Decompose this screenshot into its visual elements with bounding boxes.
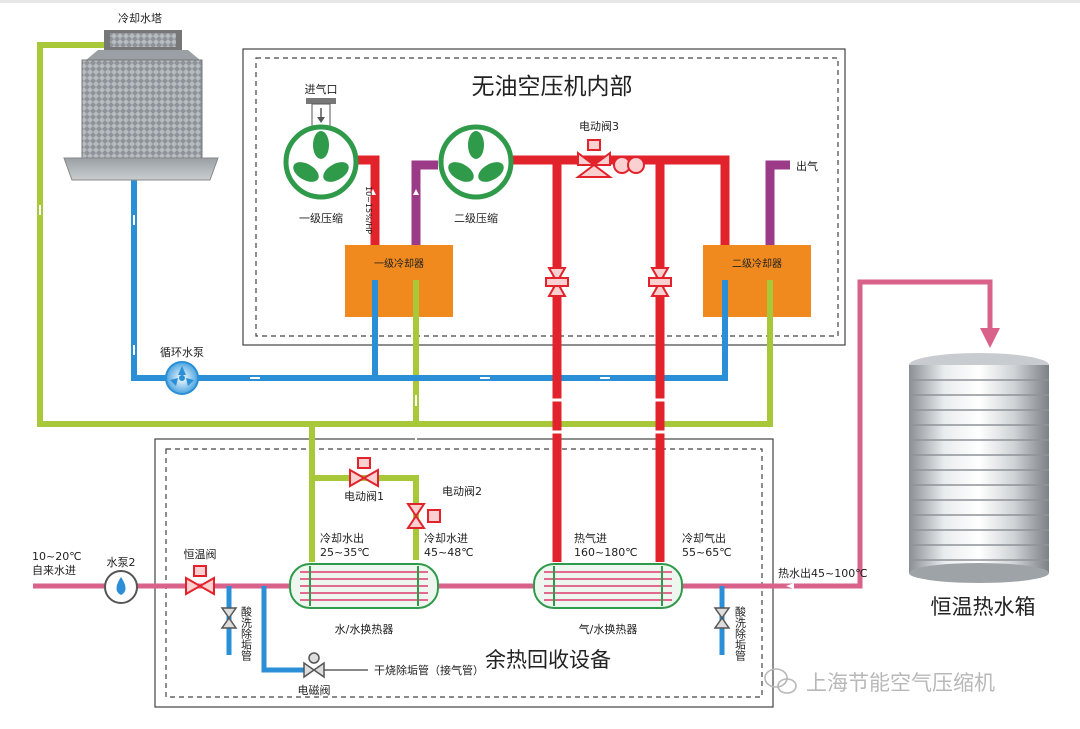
acid-pipe-right-label: 酸洗除垢管 (734, 605, 747, 662)
tank-arrow (980, 328, 1000, 348)
cw-in-label: 冷却水进 (424, 532, 468, 545)
gas-heat-exchanger (533, 563, 683, 609)
hx-water-label: 水/水换热器 (335, 622, 394, 636)
thermo-valve-label: 恒温阀 (184, 547, 217, 561)
solenoid-label: 电磁阀 (298, 683, 331, 697)
hot-water-tank (909, 353, 1049, 583)
acid-valve-left-icon (220, 607, 238, 629)
circulation-pump-icon (165, 361, 199, 395)
intake-filter-icon (306, 98, 336, 127)
tap-water-label: 自来水进 (32, 564, 76, 577)
valve3-icon (575, 139, 645, 178)
hx-gas-label: 气/水换热器 (579, 622, 638, 636)
tap-water-range: 10~20℃ (32, 550, 82, 563)
stage1-label: 一级压缩 (299, 212, 343, 225)
valve2-icon (406, 503, 441, 529)
cooling-tower (63, 30, 219, 181)
cold-gas-out-temp: 55~65℃ (682, 546, 732, 559)
cw-out-temp: 25~35℃ (320, 546, 370, 559)
watermark-text: 上海节能空气压缩机 (806, 671, 995, 695)
outlet-label: 出气 (796, 159, 818, 173)
valve3-label: 电动阀3 (579, 119, 619, 133)
solenoid-valve-icon (303, 652, 325, 679)
hot-gas-in-label: 热气进 (574, 531, 607, 545)
cooling-tower-label: 冷却水塔 (118, 12, 162, 25)
red-gaps (551, 398, 666, 434)
purple-pipes (411, 160, 790, 245)
hot-water-out-label: 热水出45~100℃ (778, 566, 868, 580)
valve2-label: 电动阀2 (442, 484, 482, 498)
dry-pipe-label: 干烧除垢管（接气管） (374, 663, 484, 677)
red-valve-right-icon (648, 267, 672, 297)
hot-gas-pipes (355, 155, 730, 562)
valve1-icon (349, 457, 379, 488)
cw-in-temp: 45~48℃ (424, 546, 474, 559)
pump2-label: 水泵2 (107, 556, 136, 569)
recovery-box (154, 438, 774, 708)
compressor-box (242, 48, 846, 346)
cold-gas-out-label: 冷却气出 (682, 531, 726, 545)
cooler2-label: 二级冷却器 (732, 257, 782, 270)
stage2-label: 二级压缩 (454, 212, 498, 225)
red-valve-left-icon (545, 267, 569, 297)
intake-label: 进气口 (305, 82, 338, 96)
top-border (0, 0, 1080, 3)
circ-pump-label: 循环水泵 (160, 346, 204, 359)
green-dash (39, 205, 417, 440)
cw-out-label: 冷却水出 (320, 531, 364, 545)
thermo-valve-icon (185, 565, 215, 596)
pump2-icon (104, 570, 138, 604)
tank-label: 恒温热水箱 (931, 595, 1036, 619)
blue-dash (133, 215, 610, 379)
pink-water-pipe (33, 279, 993, 589)
cooler1-box (345, 245, 453, 317)
hot-gas-in-temp: 160~180℃ (574, 546, 638, 559)
acid-pipe-left-label: 酸洗除垢管 (240, 605, 253, 662)
wechat-logo-icon (764, 668, 797, 694)
recovery-box-title: 余热回收设备 (485, 648, 611, 672)
stage2-fan-icon (438, 124, 514, 200)
cooler1-label: 一级冷却器 (374, 257, 424, 270)
stage1-pipe-text: 10~15%/HP (364, 186, 373, 234)
cooler2-box (703, 245, 811, 317)
water-heat-exchanger (289, 563, 439, 609)
valve1-label: 电动阀1 (344, 489, 384, 503)
compressor-box-title: 无油空压机内部 (472, 74, 633, 100)
stage1-fan-icon (283, 124, 359, 200)
flow-arrows (370, 189, 794, 589)
acid-valve-right-icon (713, 607, 731, 629)
